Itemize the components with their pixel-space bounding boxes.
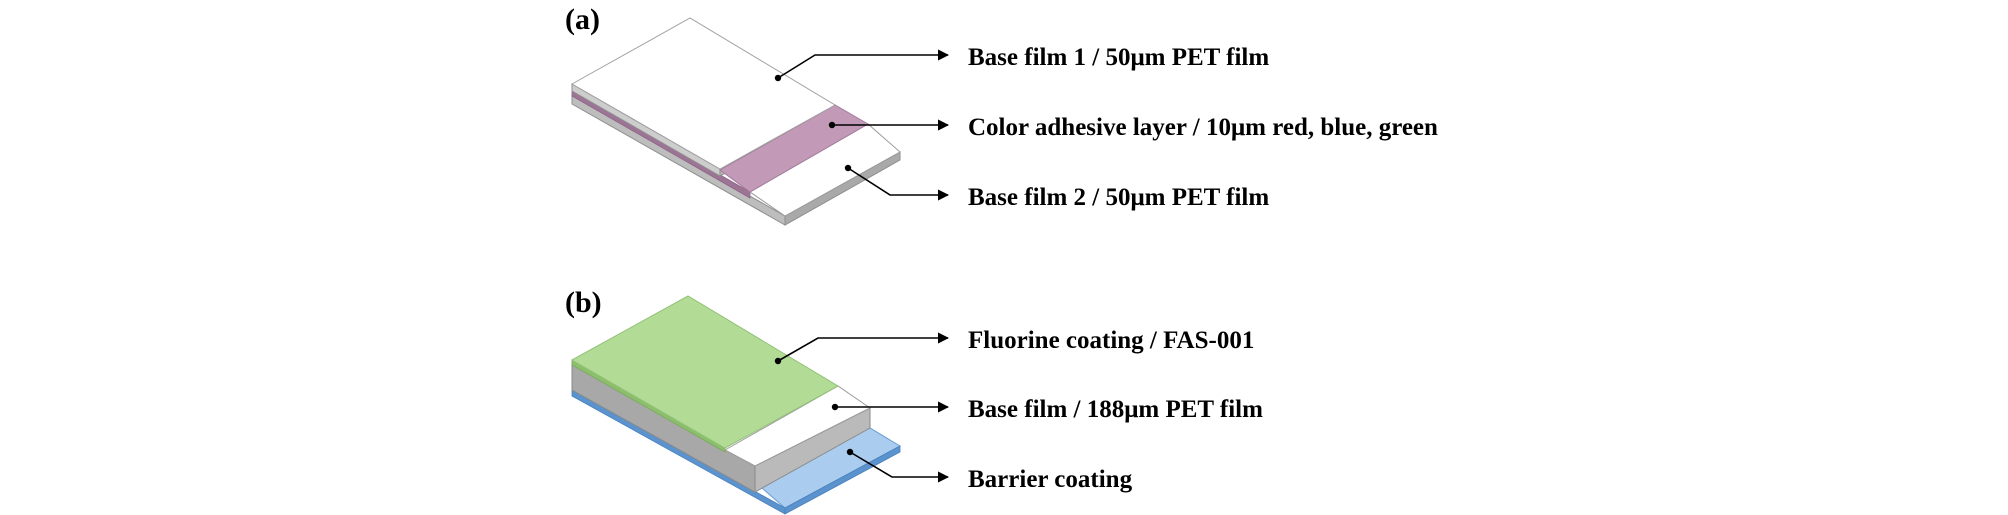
callout-label-base-film-2: Base film 2 / 50μm PET film [968, 184, 1269, 211]
callout-leader-arrow [849, 451, 950, 483]
callout-label-fluorine-coating: Fluorine coating / FAS-001 [968, 327, 1254, 354]
panel-b: (b) Fluorine coating / FAS-001 Base film… [565, 286, 1263, 515]
panel-a-callout-3: Base film 2 / 50μm PET film [844, 164, 1269, 211]
callout-label-color-adhesive-layer: Color adhesive layer / 10μm red, blue, g… [968, 114, 1438, 141]
callout-label-base-film-1: Base film 1 / 50μm PET film [968, 44, 1269, 71]
panel-b-callout-1: Fluorine coating / FAS-001 [774, 327, 1254, 365]
panel-b-label: (b) [565, 286, 602, 319]
panel-a-callout-1: Base film 1 / 50μm PET film [774, 44, 1269, 82]
panel-b-callout-3: Barrier coating [846, 448, 1133, 493]
fluorine-coating-top [570, 295, 840, 449]
panel-a-callout-2: Color adhesive layer / 10μm red, blue, g… [828, 114, 1438, 141]
callout-leader-arrow [777, 332, 950, 362]
callout-leader-arrow [777, 49, 950, 79]
panel-a: (a) Base film 1 / 50μm PET film [565, 3, 1438, 226]
panel-a-label: (a) [565, 3, 600, 36]
panel-b-callout-2: Base film / 188μm PET film [831, 396, 1263, 423]
callout-label-base-film: Base film / 188μm PET film [968, 396, 1263, 423]
barrier-coating-front-side [784, 445, 901, 515]
base-film-1-top [570, 17, 836, 170]
callout-label-barrier-coating: Barrier coating [968, 466, 1133, 493]
callout-leader-arrow [847, 167, 950, 201]
